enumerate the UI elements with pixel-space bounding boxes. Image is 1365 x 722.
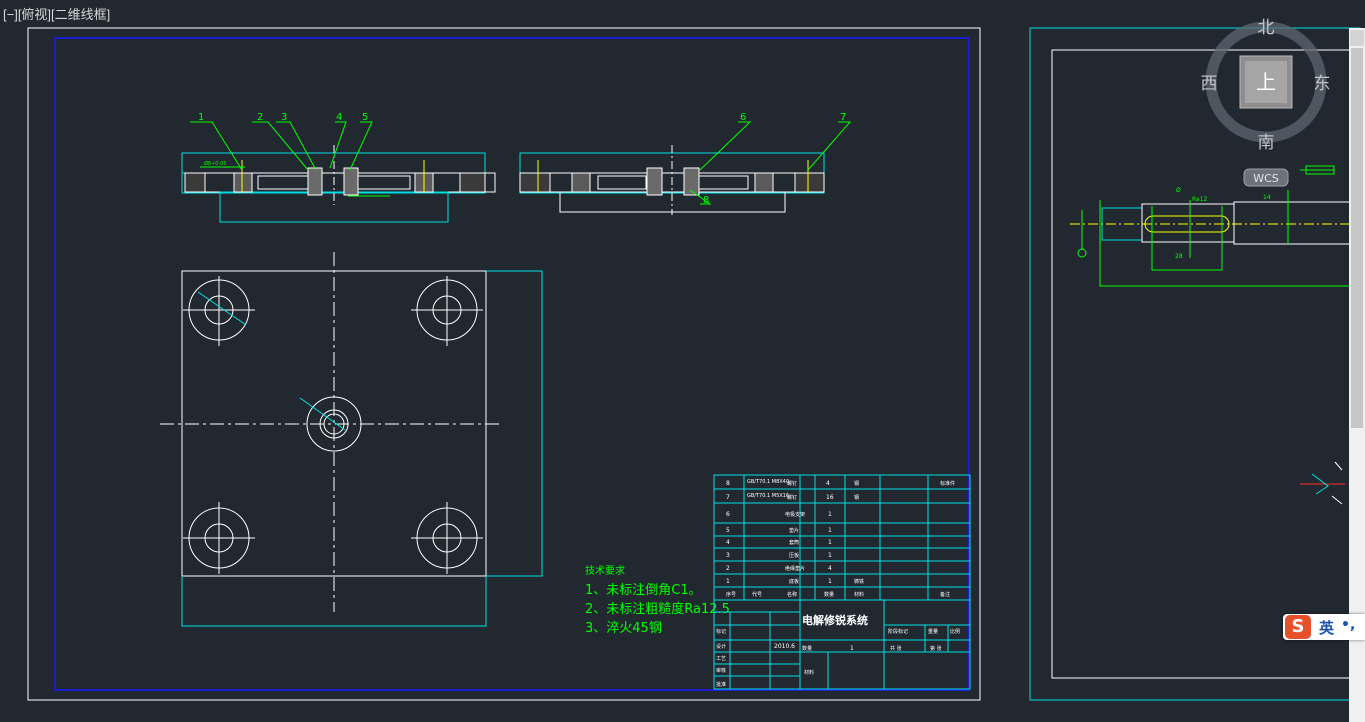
row-qty: 1 <box>828 539 832 546</box>
parts-list-table <box>713 474 971 690</box>
row-no: 5 <box>726 527 730 534</box>
row-name: 螺钉 <box>787 494 797 501</box>
ime-language-toggle[interactable]: 英 <box>1319 619 1335 637</box>
header-code: 代号 <box>752 591 762 598</box>
viewcube-face-inner <box>1245 61 1287 103</box>
balloon-1: 1 <box>198 112 204 123</box>
label-weight: 重量 <box>928 628 938 635</box>
drawing-title: 电解修锐系统 <box>802 613 868 627</box>
scale-value: 1 <box>850 645 854 652</box>
row-name: 底板 <box>789 578 799 585</box>
header-note: 备注 <box>940 591 950 598</box>
ime-punctuation-toggle[interactable]: •, <box>1341 617 1356 633</box>
label-material: 材料 <box>804 669 814 676</box>
row-name: 套筒 <box>789 539 799 546</box>
row-name: 电极支架 <box>785 511 805 518</box>
row-material: 铸铁 <box>854 578 864 585</box>
label-design: 设计 <box>716 643 726 650</box>
row-qty: 4 <box>826 480 830 487</box>
dim-right-1: Ra12 <box>1192 196 1208 203</box>
dim-right-2: Ø <box>1176 187 1181 194</box>
row-qty: 4 <box>828 565 832 572</box>
shaft-view <box>1070 165 1351 505</box>
balloon-7: 7 <box>840 112 846 123</box>
label-qty: 数量 <box>802 645 812 652</box>
balloon-8: 8 <box>703 195 709 206</box>
dim-right-4: 28 <box>1175 253 1183 260</box>
label-mark: 标记 <box>716 628 726 635</box>
row-code: GB/T70.1 M8X40 <box>747 479 789 485</box>
scroll-thumb[interactable] <box>1351 48 1363 428</box>
header-qty: 数量 <box>824 591 834 598</box>
label-ratio: 比例 <box>950 628 960 635</box>
sheet-outer-frame <box>27 27 981 701</box>
label-process: 工艺 <box>716 656 726 662</box>
label-check: 审核 <box>716 667 726 674</box>
row-material: 钢 <box>854 480 859 487</box>
row-qty: 1 <box>828 527 832 534</box>
row-no: 7 <box>726 494 730 501</box>
label-sheet-of: 第 张 <box>930 645 942 652</box>
row-no: 6 <box>726 511 730 518</box>
section-view-right <box>519 145 825 215</box>
balloon-6: 6 <box>740 112 746 123</box>
plan-view <box>160 252 543 627</box>
viewcube-face-label: 上 <box>1256 70 1276 94</box>
dim-left-section: Ø8+0.05 <box>204 160 226 167</box>
sogou-logo-icon[interactable]: S <box>1285 615 1311 639</box>
row-qty: 16 <box>826 494 834 501</box>
viewport-controls-label[interactable]: [−][俯视][二维线框] <box>3 7 111 22</box>
balloon-5: 5 <box>362 112 368 123</box>
drawing-date: 2010.6 <box>774 643 795 650</box>
sheet-inner-border <box>54 37 970 691</box>
row-material: 钢 <box>854 494 859 501</box>
header-material: 材料 <box>854 591 864 598</box>
row-note: 标准件 <box>940 480 955 487</box>
wcs-label: WCS <box>1253 172 1279 185</box>
viewcube-compass-ring[interactable] <box>1205 21 1327 143</box>
right-sheet-inner-frame <box>1051 49 1363 679</box>
label-approve: 批准 <box>716 681 726 688</box>
row-no: 1 <box>726 578 730 585</box>
row-qty: 1 <box>828 578 832 585</box>
compass-east[interactable]: 东 <box>1314 74 1331 94</box>
scroll-up-arrow-icon[interactable] <box>1350 30 1364 46</box>
row-no: 3 <box>726 552 730 559</box>
row-name: 压板 <box>789 552 799 559</box>
header-name: 名称 <box>787 591 797 598</box>
row-name: 螺钉 <box>787 480 797 487</box>
compass-west[interactable]: 西 <box>1201 74 1218 94</box>
row-no: 4 <box>726 539 730 546</box>
tech-req-item-2: 2、未标注粗糙度Ra12.5 <box>585 601 730 617</box>
section-view-left <box>181 145 496 223</box>
leaders <box>190 121 852 205</box>
row-name: 绝缘垫片 <box>785 565 805 572</box>
row-qty: 1 <box>828 552 832 559</box>
wcs-button[interactable] <box>1243 168 1289 187</box>
balloon-4: 4 <box>336 112 342 123</box>
viewcube[interactable] <box>1205 21 1327 187</box>
header-no: 序号 <box>726 591 736 598</box>
row-name: 垫片 <box>789 527 799 534</box>
row-code: GB/T70.1 M5X16 <box>747 493 789 499</box>
label-sheet: 共 张 <box>890 645 902 652</box>
row-qty: 1 <box>828 511 832 518</box>
row-no: 8 <box>726 480 730 487</box>
dim-right-3: 14 <box>1263 194 1271 201</box>
tech-req-title: 技术要求 <box>585 564 625 577</box>
compass-south[interactable]: 南 <box>1258 133 1275 153</box>
tech-req-item-3: 3、淬火45钢 <box>585 621 662 636</box>
ime-toolbar[interactable]: S 英 •, <box>1283 614 1365 640</box>
compass-north[interactable]: 北 <box>1258 18 1275 38</box>
label-stage: 阶段标记 <box>888 628 908 635</box>
balloon-2: 2 <box>257 112 263 123</box>
tech-req-item-1: 1、未标注倒角C1。 <box>585 583 702 598</box>
balloon-3: 3 <box>281 112 287 123</box>
right-sheet-outer-frame <box>1029 27 1361 701</box>
row-no: 2 <box>726 565 730 572</box>
